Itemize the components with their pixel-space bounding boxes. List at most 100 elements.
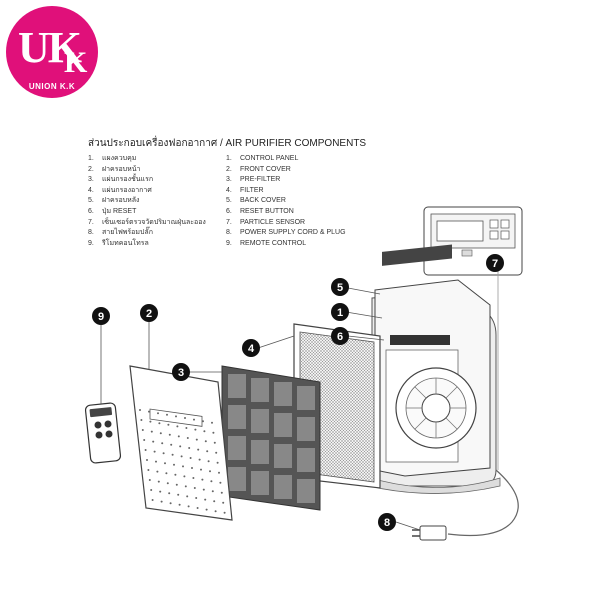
cover-vent-dot	[210, 480, 213, 483]
components-list-thai: 1.แผงควบคุม 2.ฝาครอบหน้า 3.แผ่นกรองชั้นแ…	[88, 154, 206, 249]
callout-9: 9	[92, 307, 110, 325]
cover-vent-dot	[166, 482, 169, 485]
cover-vent-dot	[216, 461, 219, 464]
cover-vent-dot	[173, 463, 175, 466]
callout-2: 2	[140, 304, 158, 322]
cover-vent-dot	[159, 490, 162, 493]
cover-vent-dot	[180, 455, 183, 458]
cover-vent-dot	[174, 473, 177, 476]
cover-vent-dot	[219, 481, 222, 484]
component-en-3: 3.PRE-FILTER	[226, 176, 281, 184]
svg-text:9: 9	[98, 311, 104, 323]
cover-vent-dot	[195, 497, 198, 499]
components-list-english: 1.CONTROL PANEL 2.FRONT COVER 3.PRE-FILT…	[226, 154, 346, 249]
front-cover	[129, 365, 233, 521]
power-cord	[412, 469, 519, 541]
logo-letters: UK	[18, 23, 82, 72]
cover-vent-dot	[139, 409, 141, 411]
cover-vent-dot	[203, 430, 206, 433]
cover-vent-dot	[148, 479, 151, 481]
pre-filter	[221, 365, 321, 511]
cover-vent-dot	[183, 475, 186, 478]
component-en-8: 8.POWER SUPPLY CORD & PLUG	[226, 229, 346, 237]
cover-vent-dot	[215, 451, 218, 454]
cover-vent-dot	[193, 487, 196, 489]
callout-8: 8	[378, 513, 396, 531]
cover-vent-dot	[167, 423, 170, 426]
cover-vent-dot	[158, 422, 161, 425]
cover-vent-dot	[140, 419, 143, 421]
cover-vent-dot	[213, 441, 216, 444]
cover-vent-dot	[165, 472, 168, 475]
callout-3: 3	[172, 363, 190, 381]
purifier-body	[371, 244, 501, 494]
cover-vent-dot	[176, 425, 179, 428]
cover-vent-dot	[213, 500, 216, 503]
cover-vent-dot	[211, 490, 214, 493]
cover-vent-dot	[196, 507, 199, 509]
cover-vent-dot	[177, 493, 180, 496]
cover-vent-dot	[175, 415, 177, 418]
svg-text:4: 4	[248, 343, 255, 355]
cover-vent-dot	[222, 501, 225, 504]
cover-vent-dot	[187, 505, 190, 508]
component-th-7: 7.เซ็นเซอร์ตรวจวัดปริมาณฝุ่นละออง	[88, 218, 206, 226]
cover-vent-dot	[185, 427, 188, 429]
component-th-6: 6.ปุ่ม RESET	[88, 207, 137, 215]
cover-vent-dot	[198, 458, 201, 461]
cover-vent-dot	[197, 448, 200, 451]
cover-vent-dot	[149, 420, 152, 423]
cover-vent-dot	[144, 449, 147, 451]
cover-vent-dot	[220, 491, 223, 494]
cover-vent-dot	[186, 495, 189, 498]
cover-vent-dot	[152, 440, 155, 443]
cover-vent-dot	[202, 488, 205, 491]
svg-text:6: 6	[337, 331, 343, 343]
cover-vent-dot	[143, 439, 146, 441]
cover-vent-dot	[150, 430, 153, 433]
component-en-1: 1.CONTROL PANEL	[226, 155, 299, 162]
diagram-title: ส่วนประกอบเครื่องฟอกอากาศ / AIR PURIFIER…	[88, 138, 367, 149]
cover-vent-dot	[164, 462, 166, 465]
cover-vent-dot	[157, 412, 159, 415]
cover-vent-dot	[195, 438, 198, 441]
cover-vent-dot	[200, 468, 202, 471]
component-en-6: 6.RESET BUTTON	[226, 207, 294, 215]
cover-vent-dot	[182, 465, 184, 468]
cover-vent-dot	[156, 470, 159, 473]
cover-vent-dot	[204, 440, 207, 443]
cover-vent-dot	[161, 442, 164, 445]
svg-text:2: 2	[146, 308, 152, 320]
union-kk-logo: UK K UNION K.K	[6, 6, 98, 98]
cover-vent-dot	[146, 459, 148, 461]
cover-vent-dot	[204, 498, 207, 501]
component-th-9: 9.รีโมทคอนโทรล	[88, 239, 149, 247]
cover-vent-dot	[168, 492, 171, 495]
component-th-3: 3.แผ่นกรองชั้นแรก	[88, 176, 154, 184]
cover-vent-dot	[150, 489, 153, 491]
component-en-7: 7.PARTICLE SENSOR	[226, 218, 306, 226]
component-th-5: 5.ฝาครอบหลัง	[88, 197, 140, 205]
cover-vent-dot	[193, 418, 195, 421]
cover-vent-dot	[162, 452, 165, 455]
component-th-2: 2.ฝาครอบหน้า	[88, 165, 141, 173]
cover-vent-dot	[151, 499, 154, 501]
cover-vent-dot	[170, 443, 173, 446]
callout-5: 5	[331, 278, 349, 296]
cover-vent-dot	[141, 429, 144, 431]
cover-vent-dot	[153, 450, 156, 453]
cover-vent-dot	[147, 469, 150, 471]
cover-vent-dot	[184, 485, 187, 488]
cover-vent-dot	[189, 457, 192, 459]
cover-vent-dot	[186, 437, 189, 439]
cover-vent-dot	[202, 420, 204, 423]
component-th-1: 1.แผงควบคุม	[88, 155, 137, 162]
cover-vent-dot	[188, 447, 191, 449]
cover-vent-dot	[169, 502, 172, 505]
cover-vent-dot	[212, 431, 215, 434]
cover-vent-dot	[166, 413, 168, 416]
cover-vent-dot	[179, 445, 182, 448]
cover-vent-dot	[214, 510, 217, 513]
callout-7: 7	[486, 254, 504, 272]
